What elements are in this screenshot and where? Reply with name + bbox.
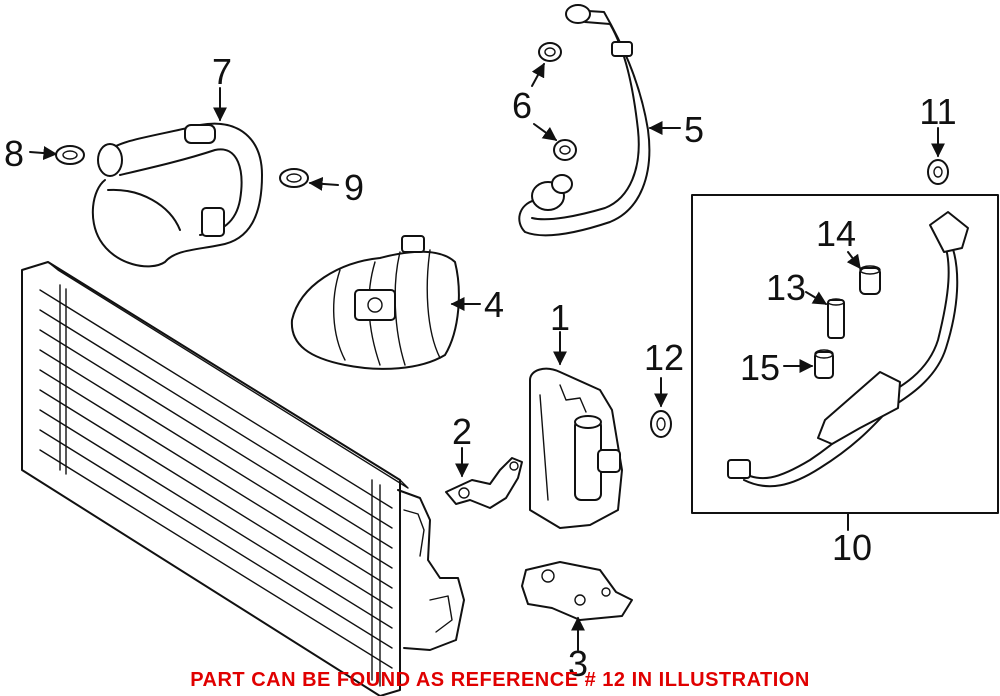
drier-part-1 xyxy=(529,367,623,529)
callout-4: 4 xyxy=(484,284,504,325)
callout-13: 13 xyxy=(766,267,806,308)
callout-7: 7 xyxy=(212,51,232,92)
hose-part-7 xyxy=(91,122,263,268)
callout-labels: 1 2 3 4 5 6 7 8 9 10 11 12 13 14 15 xyxy=(4,51,957,684)
condenser-part xyxy=(21,261,465,696)
callout-3: 3 xyxy=(568,643,588,684)
o-ring-part-8 xyxy=(55,145,85,165)
callout-11: 11 xyxy=(919,91,956,132)
callout-2: 2 xyxy=(452,411,472,452)
o-ring-part-6-upper xyxy=(538,42,562,62)
o-ring-part-12 xyxy=(650,410,672,438)
callout-6: 6 xyxy=(512,85,532,126)
o-ring-part-9 xyxy=(279,168,309,188)
o-ring-part-6-lower xyxy=(553,139,577,161)
callout-9: 9 xyxy=(344,167,364,208)
callout-8: 8 xyxy=(4,133,24,174)
sensor-part-13 xyxy=(827,298,845,339)
callout-14: 14 xyxy=(816,213,856,254)
callout-12: 12 xyxy=(644,337,684,378)
bracket-part-3 xyxy=(521,561,633,621)
leader-lines xyxy=(29,62,945,651)
callout-5: 5 xyxy=(684,109,704,150)
assembly-box-part-10 xyxy=(691,194,999,514)
callout-10: 10 xyxy=(832,527,872,568)
callout-15: 15 xyxy=(740,347,780,388)
ac-line-part-5 xyxy=(518,4,651,237)
bracket-part-2 xyxy=(445,457,523,509)
switch-part-15 xyxy=(814,349,834,379)
o-ring-part-11 xyxy=(927,159,949,185)
reference-notice: PART CAN BE FOUND AS REFERENCE # 12 IN I… xyxy=(190,669,810,691)
compressor-part-4 xyxy=(290,235,460,370)
callout-1: 1 xyxy=(550,297,570,338)
cap-part-14 xyxy=(859,265,881,295)
